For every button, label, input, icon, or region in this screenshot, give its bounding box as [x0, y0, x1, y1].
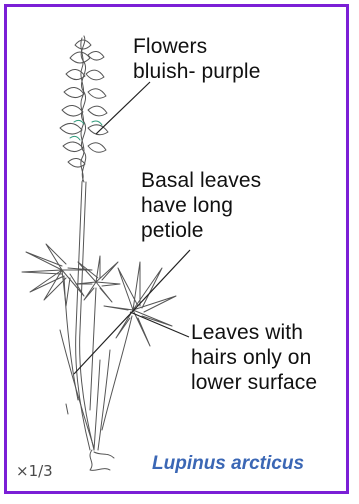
species-label: Lupinus arcticus: [152, 453, 304, 475]
flowers-leader-line: [96, 82, 150, 134]
basal-leaf-right: [102, 262, 176, 430]
basal-leaves-label: Basal leaves have long petiole: [141, 168, 311, 243]
scale-note: ×1/3: [16, 462, 53, 480]
leaf-hairs-leader-line: [130, 312, 189, 337]
main-stem: [76, 182, 90, 450]
flowers-label: Flowers bluish- purple: [133, 34, 303, 84]
flower-spike: [60, 36, 108, 182]
basal-leaves-leader-line: [74, 250, 190, 374]
leaf-hairs-label: Leaves with hairs only on lower surface: [191, 320, 351, 395]
